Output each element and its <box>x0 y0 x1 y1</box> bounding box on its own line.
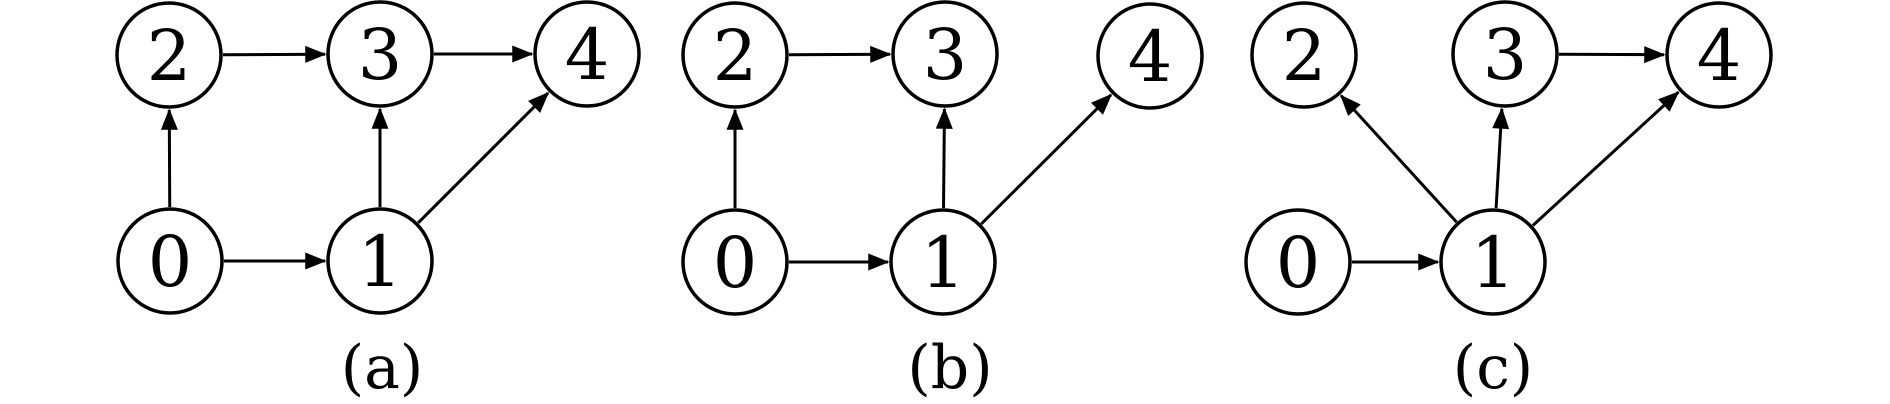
edge-1-to-4 <box>1531 91 1680 227</box>
node-label-a-4: 4 <box>565 14 610 96</box>
edge-1-to-4 <box>417 91 550 224</box>
graph-panel-a: 2 3 4 0 1 (a) <box>115 0 641 403</box>
edge-1-to-3 <box>1492 107 1510 209</box>
node-circle-a-4 <box>533 0 641 108</box>
node-circle-b-3 <box>891 0 999 108</box>
node-circle-c-2 <box>1250 1 1358 109</box>
node-circle-b-0 <box>681 208 789 316</box>
node-circle-c-0 <box>1244 208 1352 316</box>
graph-caption-b: (b) <box>907 333 992 403</box>
node-circle-b-1 <box>889 208 997 316</box>
node-label-c-0: 0 <box>1276 222 1321 304</box>
node-label-a-3: 3 <box>358 14 403 96</box>
node-label-b-3: 3 <box>923 14 968 96</box>
node-circle-c-1 <box>1439 208 1547 316</box>
graphs-root: 2 3 4 0 1 (a) 2 3 4 0 1 (b) 2 3 4 0 1 (c) <box>115 0 1773 403</box>
node-circle-a-3 <box>326 0 434 108</box>
node-circle-a-2 <box>115 1 223 109</box>
node-label-a-0: 0 <box>148 221 193 303</box>
node-label-a-2: 2 <box>147 15 192 97</box>
node-label-c-1: 1 <box>1471 222 1516 304</box>
node-label-c-4: 4 <box>1697 15 1742 97</box>
graph-caption-a: (a) <box>341 333 424 403</box>
node-label-c-2: 2 <box>1282 15 1327 97</box>
node-circle-a-0 <box>116 207 224 315</box>
node-label-b-1: 1 <box>921 222 966 304</box>
node-label-c-3: 3 <box>1483 14 1528 96</box>
node-circle-b-4 <box>1096 2 1204 110</box>
node-circle-b-2 <box>681 1 789 109</box>
node-circle-c-4 <box>1665 1 1773 109</box>
edge-1-to-3 <box>935 107 953 209</box>
graph-panel-c: 2 3 4 0 1 (c) <box>1244 0 1773 403</box>
node-circle-a-1 <box>326 207 434 315</box>
node-circle-c-3 <box>1451 0 1559 108</box>
node-label-a-1: 1 <box>358 221 403 303</box>
edge-1-to-2 <box>1339 94 1458 224</box>
graph-panel-b: 2 3 4 0 1 (b) <box>681 0 1204 403</box>
edge-1-to-4 <box>980 93 1113 225</box>
graph-caption-c: (c) <box>1453 333 1533 403</box>
node-label-b-4: 4 <box>1128 16 1173 98</box>
node-label-b-0: 0 <box>713 222 758 304</box>
node-label-b-2: 2 <box>713 15 758 97</box>
